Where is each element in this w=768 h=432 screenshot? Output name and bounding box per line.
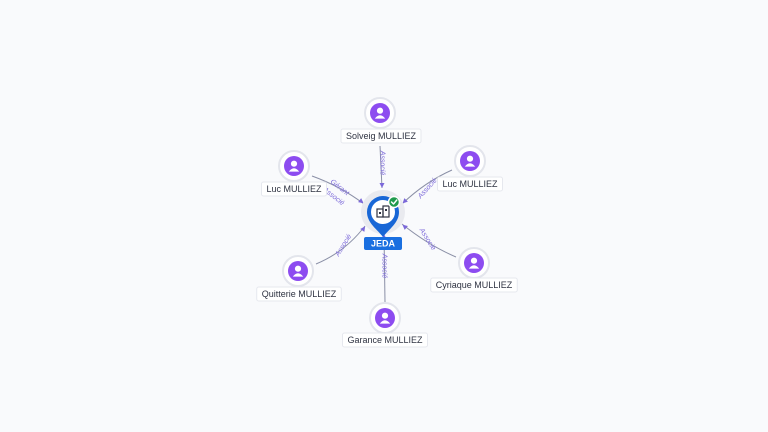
- edge-quitterie: Associé: [315, 225, 366, 265]
- person-node-quitterie[interactable]: Quitterie MULLIEZ: [256, 255, 342, 302]
- building-icon: [376, 205, 390, 218]
- person-name: Cyriaque MULLIEZ: [436, 280, 513, 290]
- person-label-box: [436, 176, 504, 192]
- edge-relation-label: Associé: [379, 150, 386, 176]
- person-icon: [464, 253, 484, 273]
- company-label[interactable]: JEDA: [363, 237, 403, 250]
- person-icon: [460, 151, 480, 171]
- person-node-garance[interactable]: Garance MULLIEZ: [341, 302, 429, 348]
- person-name: Luc MULLIEZ: [266, 184, 322, 194]
- edge-arrow: [402, 224, 408, 230]
- person-icon: [370, 103, 390, 123]
- person-label[interactable]: Luc MULLIEZ: [260, 181, 328, 197]
- person-node-luc-right[interactable]: Luc MULLIEZ: [436, 145, 504, 192]
- edge-arrow: [358, 198, 364, 204]
- company-label-box: [363, 237, 403, 250]
- person-icon: [284, 156, 304, 176]
- person-label[interactable]: Solveig MULLIEZ: [340, 128, 422, 144]
- person-icon: [288, 261, 308, 281]
- person-name: Garance MULLIEZ: [347, 335, 423, 345]
- person-label-box: [260, 181, 328, 197]
- person-icon: [375, 308, 395, 328]
- person-node-solveig[interactable]: Solveig MULLIEZ: [340, 97, 422, 144]
- edge-solveig: Associé: [379, 145, 386, 189]
- person-name: Quitterie MULLIEZ: [262, 289, 337, 299]
- edge-relation-label: Associé: [417, 226, 437, 251]
- person-label-box: [430, 277, 518, 293]
- person-name: Luc MULLIEZ: [442, 179, 498, 189]
- nodes-layer: Solveig MULLIEZ Luc MULLIEZ Luc MULLIEZ Qui…: [256, 97, 518, 348]
- edge-line: [379, 145, 383, 189]
- edge-arrow: [379, 183, 385, 188]
- company-name: JEDA: [371, 239, 396, 249]
- edge-relation-label: Associé: [334, 233, 354, 258]
- person-label[interactable]: Garance MULLIEZ: [341, 332, 429, 348]
- edge-relation-label: Associé: [381, 253, 388, 279]
- person-label[interactable]: Quitterie MULLIEZ: [256, 286, 342, 302]
- company-node[interactable]: JEDA: [361, 190, 405, 250]
- person-label-box: [341, 332, 429, 348]
- person-label[interactable]: Luc MULLIEZ: [436, 176, 504, 192]
- person-label[interactable]: Cyriaque MULLIEZ: [430, 277, 518, 293]
- edge-arrow: [360, 226, 366, 232]
- edge-cyriaque: Associé: [401, 223, 457, 258]
- person-label-box: [340, 128, 422, 144]
- person-name: Solveig MULLIEZ: [346, 131, 417, 141]
- person-node-cyriaque[interactable]: Cyriaque MULLIEZ: [430, 247, 518, 293]
- check-badge-icon: [387, 195, 401, 209]
- person-node-luc-left[interactable]: Luc MULLIEZ: [260, 150, 328, 197]
- person-label-box: [256, 286, 342, 302]
- edge-line: [315, 225, 366, 265]
